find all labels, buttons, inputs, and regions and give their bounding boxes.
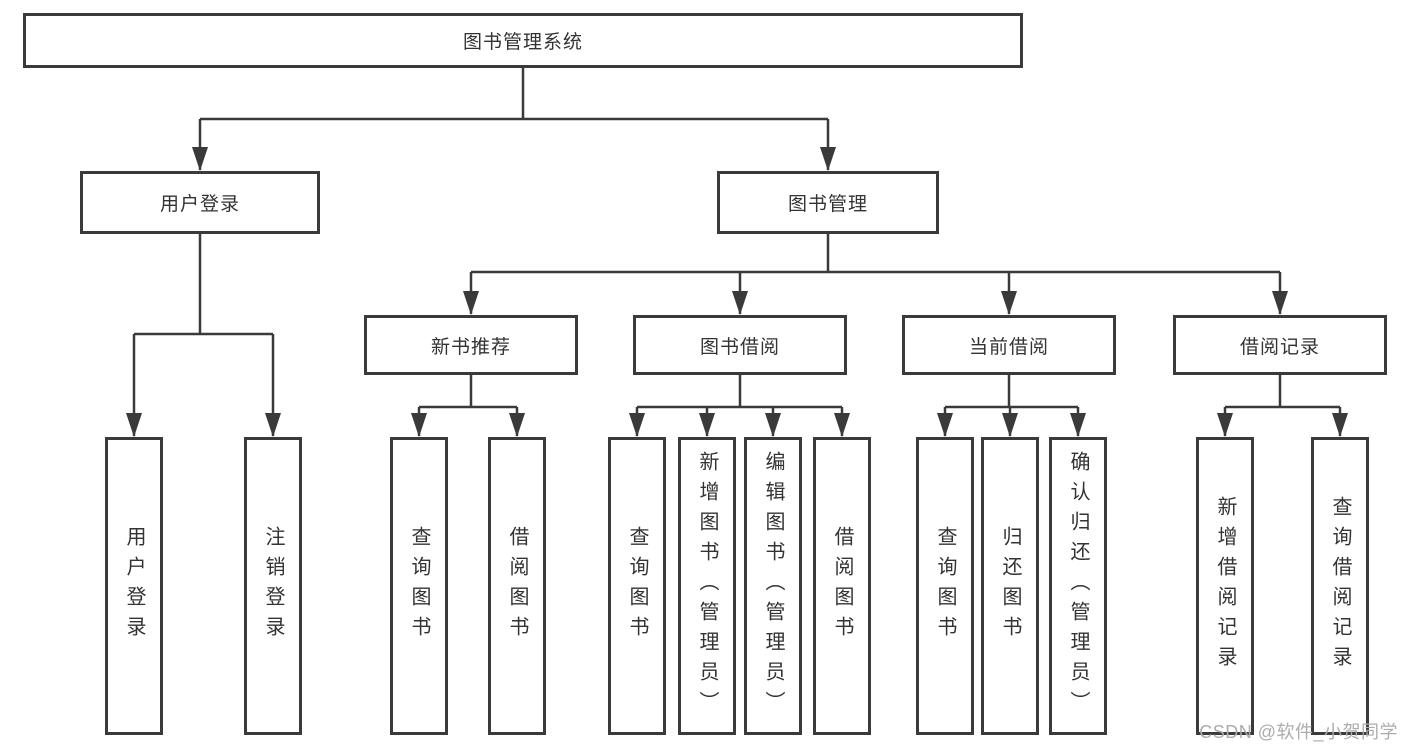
- node-leaf-add-books-admin: 新增图书（管理员）: [678, 437, 736, 735]
- node-leaf-add-books-admin-label: 新增图书（管理员）: [696, 451, 718, 721]
- node-leaf-user-login: 用户登录: [105, 437, 163, 735]
- node-leaf-borrow-books-borrowing-label: 借阅图书: [831, 526, 853, 646]
- node-leaf-logout: 注销登录: [244, 437, 302, 735]
- node-leaf-query-books-borrowing: 查询图书: [608, 437, 666, 735]
- node-leaf-logout-label: 注销登录: [262, 526, 284, 646]
- csdn-watermark: CSDN @软件_小贺同学: [1199, 722, 1398, 742]
- node-leaf-confirm-return-admin: 确认归还（管理员）: [1049, 437, 1107, 735]
- node-leaf-query-books-recommend: 查询图书: [390, 437, 448, 735]
- node-leaf-confirm-return-admin-label: 确认归还（管理员）: [1067, 451, 1089, 721]
- node-borrowing-records: 借阅记录: [1173, 315, 1387, 375]
- node-leaf-query-borrow-record-label: 查询借阅记录: [1329, 496, 1351, 676]
- node-leaf-borrow-books-recommend-label: 借阅图书: [506, 526, 528, 646]
- node-current-borrowing: 当前借阅: [902, 315, 1116, 375]
- node-root-label: 图书管理系统: [462, 32, 583, 53]
- node-leaf-borrow-books-recommend: 借阅图书: [488, 437, 546, 735]
- connector-book-borrowing-children: [629, 375, 850, 437]
- node-new-book-recommend-label: 新书推荐: [430, 336, 511, 358]
- node-leaf-add-borrow-record-label: 新增借阅记录: [1214, 496, 1236, 676]
- node-leaf-query-borrow-record: 查询借阅记录: [1311, 437, 1369, 735]
- node-new-book-recommend: 新书推荐: [364, 315, 578, 375]
- connector-root-to-level2: [192, 68, 836, 171]
- node-leaf-borrow-books-borrowing: 借阅图书: [813, 437, 871, 735]
- node-leaf-return-books-label: 归还图书: [999, 526, 1021, 646]
- node-book-management-label: 图书管理: [787, 194, 868, 215]
- node-user-login: 用户登录: [80, 171, 320, 234]
- connector-borrowing-records-children: [1217, 375, 1348, 437]
- node-book-management: 图书管理: [717, 171, 939, 234]
- connector-new-book-recommend-children: [411, 375, 525, 437]
- node-book-borrowing: 图书借阅: [633, 315, 847, 375]
- node-leaf-query-books-current-label: 查询图书: [934, 526, 956, 646]
- connector-book-management-children: [463, 234, 1288, 315]
- node-leaf-edit-books-admin: 编辑图书（管理员）: [744, 437, 802, 735]
- node-leaf-query-books-borrowing-label: 查询图书: [626, 526, 648, 646]
- node-user-login-label: 用户登录: [159, 194, 240, 215]
- node-current-borrowing-label: 当前借阅: [968, 336, 1049, 358]
- node-leaf-user-login-label: 用户登录: [123, 526, 145, 646]
- node-leaf-add-borrow-record: 新增借阅记录: [1196, 437, 1254, 735]
- connector-user-login-children: [126, 234, 281, 437]
- connector-current-borrowing-children: [937, 375, 1086, 437]
- node-book-borrowing-label: 图书借阅: [699, 336, 780, 358]
- node-leaf-return-books: 归还图书: [981, 437, 1039, 735]
- node-leaf-query-books-recommend-label: 查询图书: [408, 526, 430, 646]
- node-root: 图书管理系统: [23, 13, 1023, 68]
- node-borrowing-records-label: 借阅记录: [1239, 336, 1320, 358]
- node-leaf-query-books-current: 查询图书: [916, 437, 974, 735]
- node-leaf-edit-books-admin-label: 编辑图书（管理员）: [762, 451, 784, 721]
